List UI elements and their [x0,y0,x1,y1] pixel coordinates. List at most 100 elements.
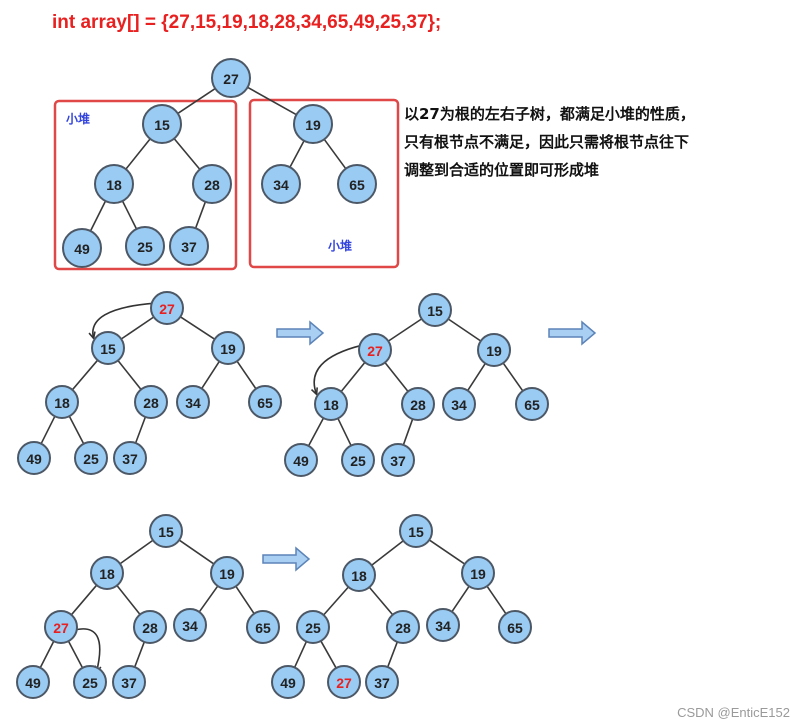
step1-tree-edge [68,415,85,445]
step1-tree-edge [134,416,147,444]
node-value: 27 [53,620,69,636]
step1-tree-node: 28 [134,385,168,419]
node-value: 28 [410,397,426,413]
initial-tree-edge [125,138,151,170]
watermark: CSDN @EnticE152 [677,705,790,720]
node-value: 37 [374,675,390,691]
node-value: 19 [305,117,321,133]
node-value: 18 [54,395,70,411]
initial-tree-node: 19 [293,104,333,144]
node-value: 19 [470,566,486,582]
initial-tree-edge [89,200,107,232]
step1-tree-edge [117,360,142,390]
final-tree-node: 37 [365,665,399,699]
final-tree-node: 27 [327,665,361,699]
final-tree-edge [451,585,470,613]
initial-tree-node: 34 [261,164,301,204]
step3-tree-edge [133,641,146,668]
node-value: 37 [121,675,137,691]
node-value: 27 [159,301,175,317]
step3-tree-node: 18 [90,556,124,590]
step1-tree-edge [40,415,56,445]
step2-tree-node: 15 [418,293,452,327]
node-value: 49 [26,451,42,467]
step1-tree-edge [201,360,220,390]
node-value: 65 [524,397,540,413]
step3-tree-node: 19 [210,556,244,590]
node-value: 18 [351,568,367,584]
node-value: 25 [83,451,99,467]
step2-tree-edge [387,318,423,342]
step2-tree-edge [447,318,482,342]
node-value: 49 [293,453,309,469]
initial-tree-edge [173,138,201,170]
initial-tree-edge [194,201,207,229]
step2-tree-swap-arrowhead [310,387,318,397]
step1-tree-edge [236,360,257,390]
node-value: 19 [220,341,236,357]
explanation-line: 以27为根的左右子树，都满足小堆的性质， [404,105,695,123]
node-value: 65 [507,620,523,636]
node-value: 37 [181,239,197,255]
step1-tree-swap-arrowhead [88,331,96,341]
final-tree-node: 19 [461,556,495,590]
step3-tree-edge [178,539,215,565]
final-tree-node: 18 [342,558,376,592]
node-value: 65 [257,395,273,411]
final-tree-node: 34 [426,608,460,642]
initial-tree-node: 15 [142,104,182,144]
node-value: 27 [367,343,383,359]
step1-tree-node: 18 [45,385,79,419]
node-value: 25 [137,239,153,255]
step2-tree-node: 37 [381,443,415,477]
node-value: 28 [142,620,158,636]
step1-tree-node: 65 [248,385,282,419]
step3-tree-edge [70,584,98,616]
step2-tree-node: 65 [515,387,549,421]
step2-tree-node: 27 [358,333,392,367]
final-tree-node: 65 [498,610,532,644]
node-value: 65 [349,177,365,193]
final-tree-node: 49 [271,665,305,699]
initial-tree-node: 28 [192,164,232,204]
node-value: 37 [122,451,138,467]
node-value: 27 [336,675,352,691]
step3-tree-node: 28 [133,610,167,644]
initial-tree-node: 18 [94,164,134,204]
step2-tree-edge [340,361,366,393]
step3-tree-node: 27 [44,610,78,644]
step2-tree-node: 18 [314,387,348,421]
node-value: 49 [280,675,296,691]
final-tree-edge [486,585,507,615]
step3-tree-edge [39,640,55,669]
final-tree-edge [371,540,404,566]
node-value: 49 [25,675,41,691]
step2-tree-node: 49 [284,443,318,477]
node-value: 34 [185,395,201,411]
node-value: 28 [143,395,159,411]
right-subheap-box [248,98,400,269]
initial-tree-edge [247,86,297,116]
step1-tree-edge [120,316,155,340]
step2-tree-swap-arrow [313,344,363,395]
initial-tree-node: 65 [337,164,377,204]
initial-tree-node: 27 [211,58,251,98]
step3-tree-edge [235,585,255,615]
step2-tree-node: 25 [341,443,375,477]
left-subheap-box [53,99,238,271]
node-value: 15 [100,341,116,357]
step-arrow-3 [262,546,311,572]
node-value: 34 [451,397,467,413]
step2-tree-edge [384,362,409,392]
code-line: int array[] = {27,15,19,18,28,34,65,49,2… [52,12,442,33]
initial-tree-edge [289,140,305,168]
step1-tree-node: 37 [113,441,147,475]
node-value: 28 [204,177,220,193]
initial-tree-node: 37 [169,226,209,266]
step1-tree-node: 34 [176,385,210,419]
node-value: 19 [219,566,235,582]
step3-tree-edge [119,539,154,565]
final-tree-node: 15 [399,514,433,548]
left-subheap-label: 小堆 [66,111,90,126]
step1-tree-node: 25 [74,441,108,475]
